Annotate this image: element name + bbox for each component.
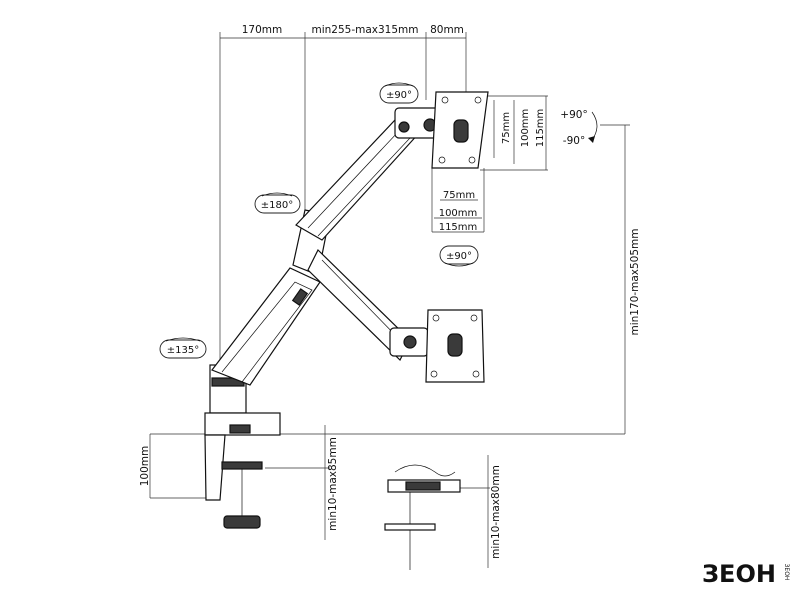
clamp-pad xyxy=(221,461,263,470)
clamp-body xyxy=(204,434,226,501)
top-dimension-lines xyxy=(219,32,467,400)
arm-base-dimension: 170mm xyxy=(242,24,283,36)
plate-rotation: ±90° xyxy=(439,245,479,267)
brand-logo: ЗЕОН xyxy=(702,560,776,588)
elbow-swivel-rotation: ±180° xyxy=(254,192,301,214)
arm-extension-dimension: min255-max315mm xyxy=(311,24,418,36)
head-tilt-rotation: ±90° xyxy=(379,82,419,104)
grommet-plate xyxy=(384,523,436,531)
monitor-arm xyxy=(209,107,441,414)
arm-height-dimension: min170-max505mm xyxy=(629,228,641,335)
head-depth-dimension: 80mm xyxy=(430,24,464,36)
vesa-vertical-100: 100mm xyxy=(520,109,531,148)
upper-arm-bottom xyxy=(307,248,411,362)
base-swivel-rotation: ±135° xyxy=(159,337,207,359)
vesa-plate-top xyxy=(431,91,489,169)
desk-clamp xyxy=(204,412,281,529)
tilt-arrow-icon xyxy=(591,111,598,141)
grommet-mount xyxy=(384,464,461,570)
clamp-range-dimension: min10-max85mm xyxy=(327,437,339,531)
clamp-knob xyxy=(223,515,261,529)
lower-arm xyxy=(211,267,321,386)
clamp-top xyxy=(204,412,281,436)
plate-rotation-label: ±90° xyxy=(446,251,472,262)
vesa-vertical-75: 75mm xyxy=(501,112,512,144)
elbow-swivel-label: ±180° xyxy=(261,200,293,211)
vesa-vertical-115: 115mm xyxy=(535,109,546,148)
tilt-up-label: +90° xyxy=(560,109,587,121)
tilt-arrow-head-icon xyxy=(588,136,595,143)
head-tilt-label: ±90° xyxy=(386,90,412,101)
vesa-plate-bottom xyxy=(425,309,485,383)
vesa-horizontal-115: 115mm xyxy=(439,222,478,233)
grommet-range-dimension: min10-max80mm xyxy=(490,465,502,559)
vesa-horizontal-75: 75mm xyxy=(443,190,475,201)
vesa-dimension-lines xyxy=(431,95,548,233)
clamp-height-dimension: 100mm xyxy=(139,446,151,487)
brand-subtext: ЗЕОН xyxy=(783,564,790,581)
lower-arm-clip xyxy=(291,288,309,306)
tilt-down-label: -90° xyxy=(563,135,585,147)
vesa-horizontal-100: 100mm xyxy=(439,208,478,219)
base-swivel-label: ±135° xyxy=(167,345,199,356)
